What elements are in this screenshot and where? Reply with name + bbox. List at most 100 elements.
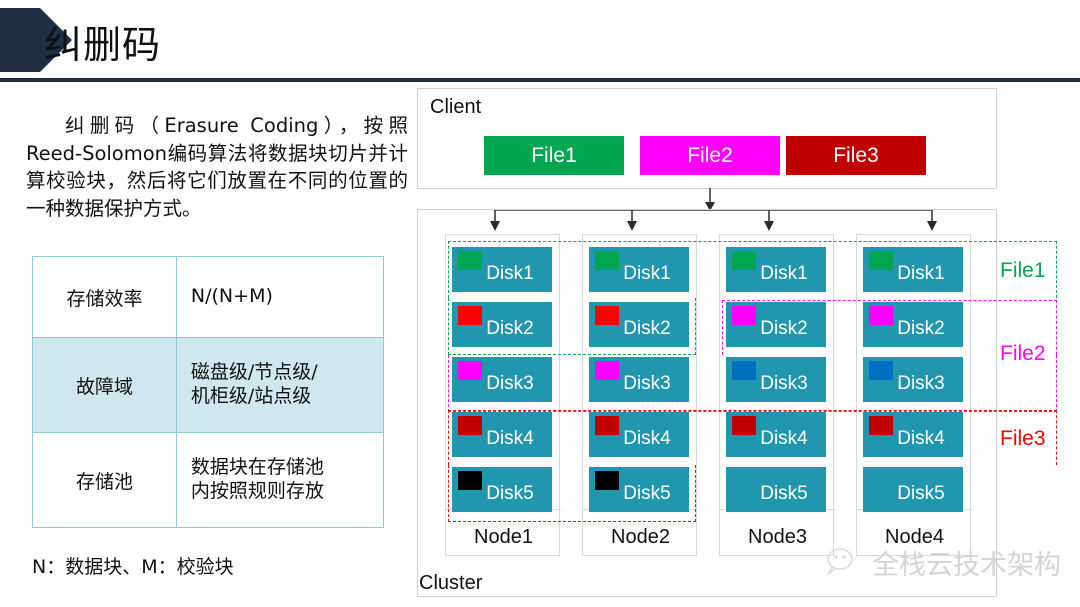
- disk-block[interactable]: Disk1: [589, 247, 689, 292]
- disk-label: Disk5: [897, 482, 945, 504]
- file-block-file1[interactable]: File1: [484, 136, 624, 175]
- disk-chunk-swatch: [458, 361, 482, 380]
- distribution-arrows: [490, 188, 937, 231]
- table-cell-line: 内按照规则存放: [190, 480, 324, 502]
- disk-chunk-swatch: [595, 361, 619, 380]
- spec-table: 存储效率 N/(N+M) 故障域 磁盘级/节点级/ 机柜级/站点级 存储池 数据…: [32, 256, 385, 528]
- disk-block[interactable]: Disk4: [452, 412, 552, 457]
- disk-label: Disk1: [486, 262, 534, 284]
- disk-chunk-swatch: [595, 306, 619, 325]
- disk-block[interactable]: Disk4: [726, 412, 826, 457]
- file-region-file1: [448, 298, 696, 355]
- file-block-file3[interactable]: File3: [786, 136, 926, 175]
- disk-block[interactable]: Disk5: [589, 467, 689, 512]
- disk-block[interactable]: Disk4: [589, 412, 689, 457]
- page-header: 纠删码: [0, 0, 1080, 82]
- file-region-file3: [448, 410, 1057, 465]
- disk-label: Disk4: [897, 427, 945, 449]
- disk-label: Disk5: [760, 482, 808, 504]
- disk-label: Disk1: [623, 262, 671, 284]
- node-label: Node2: [611, 526, 670, 548]
- disk-chunk-swatch: [869, 361, 893, 380]
- disk-chunk-swatch: [869, 306, 893, 325]
- file-region-file1: [448, 241, 1057, 298]
- disk-chunk-swatch: [732, 306, 756, 325]
- disk-block[interactable]: Disk2: [589, 302, 689, 347]
- disk-label: Disk3: [897, 372, 945, 394]
- file-block-label: File2: [687, 143, 733, 167]
- disk-label: Disk2: [486, 317, 534, 339]
- disk-label: Disk5: [623, 482, 671, 504]
- file-block-label: File3: [833, 143, 879, 167]
- disk-block[interactable]: Disk5: [452, 467, 552, 512]
- legend-note: N：数据块、M：校验块: [32, 556, 234, 578]
- disk-block[interactable]: Disk2: [863, 302, 963, 347]
- table-cell-value: 数据块在存储池 内按照规则存放: [175, 432, 385, 528]
- client-label: Client: [430, 96, 482, 118]
- file-region-file2: [722, 300, 1057, 355]
- disk-chunk-swatch: [458, 251, 482, 270]
- disk-chunk-swatch: [732, 361, 756, 380]
- node-label: Node1: [474, 526, 533, 548]
- table-cell-line: 机柜级/站点级: [190, 385, 312, 407]
- disk-block[interactable]: Disk2: [452, 302, 552, 347]
- disk-block[interactable]: Disk3: [726, 357, 826, 402]
- disk-label: Disk3: [486, 372, 534, 394]
- table-cell-value: 磁盘级/节点级/ 机柜级/站点级: [175, 337, 385, 433]
- intro-paragraph: 纠删码（Erasure Coding），按照Reed-Solomon编码算法将数…: [26, 114, 408, 221]
- disk-block[interactable]: Disk2: [726, 302, 826, 347]
- table-row: 存储池 数据块在存储池 内按照规则存放: [32, 432, 385, 528]
- disk-block[interactable]: Disk1: [452, 247, 552, 292]
- disk-chunk-swatch: [732, 251, 756, 270]
- disk-chunk-swatch: [595, 471, 619, 490]
- disk-label: Disk4: [486, 427, 534, 449]
- table-row: 存储效率 N/(N+M): [32, 256, 385, 338]
- disk-chunk-swatch: [458, 471, 482, 490]
- file-region-label-file3: File3: [1000, 427, 1046, 450]
- disk-block[interactable]: Disk4: [863, 412, 963, 457]
- disk-label: Disk2: [623, 317, 671, 339]
- disk-block[interactable]: Disk3: [863, 357, 963, 402]
- cluster-box: [417, 209, 997, 597]
- table-cell-line: 磁盘级/节点级/: [190, 361, 318, 384]
- disk-label: Disk3: [760, 372, 808, 394]
- disk-block[interactable]: Disk1: [726, 247, 826, 292]
- cluster-label: Cluster: [419, 572, 483, 594]
- table-cell-line: N/(N+M): [190, 285, 273, 308]
- disk-chunk-swatch: [732, 416, 756, 435]
- disk-chunk-swatch: [595, 416, 619, 435]
- table-row: 故障域 磁盘级/节点级/ 机柜级/站点级: [32, 337, 385, 433]
- disk-chunk-swatch: [458, 416, 482, 435]
- file-region-label-file2: File2: [1000, 342, 1046, 365]
- file-region-file3: [448, 465, 696, 522]
- disk-block[interactable]: Disk5: [726, 467, 826, 512]
- table-cell-name: 存储池: [32, 432, 177, 528]
- disk-label: Disk5: [486, 482, 534, 504]
- header-divider: [0, 78, 1080, 82]
- file-region-label-file1: File1: [1000, 259, 1046, 282]
- disk-block[interactable]: Disk5: [863, 467, 963, 512]
- disk-block[interactable]: Disk3: [452, 357, 552, 402]
- file-block-file2[interactable]: File2: [640, 136, 780, 175]
- disk-block[interactable]: Disk1: [863, 247, 963, 292]
- disk-chunk-swatch: [595, 251, 619, 270]
- page-title: 纠删码: [44, 23, 162, 67]
- disk-label: Disk1: [760, 262, 808, 284]
- table-cell-name: 故障域: [32, 337, 177, 433]
- node-label: Node4: [885, 526, 944, 548]
- disk-block[interactable]: Disk3: [589, 357, 689, 402]
- file-region-file2: [448, 355, 1057, 412]
- table-cell-value: N/(N+M): [175, 256, 385, 338]
- table-cell-line: 数据块在存储池: [190, 456, 324, 479]
- disk-chunk-swatch: [869, 416, 893, 435]
- disk-label: Disk3: [623, 372, 671, 394]
- disk-label: Disk4: [760, 427, 808, 449]
- file-block-label: File1: [531, 143, 577, 167]
- disk-chunk-swatch: [458, 306, 482, 325]
- disk-label: Disk2: [760, 317, 808, 339]
- table-cell-name: 存储效率: [32, 256, 177, 338]
- disk-label: Disk1: [897, 262, 945, 284]
- node-label: Node3: [748, 526, 807, 548]
- disk-label: Disk4: [623, 427, 671, 449]
- disk-chunk-swatch: [869, 251, 893, 270]
